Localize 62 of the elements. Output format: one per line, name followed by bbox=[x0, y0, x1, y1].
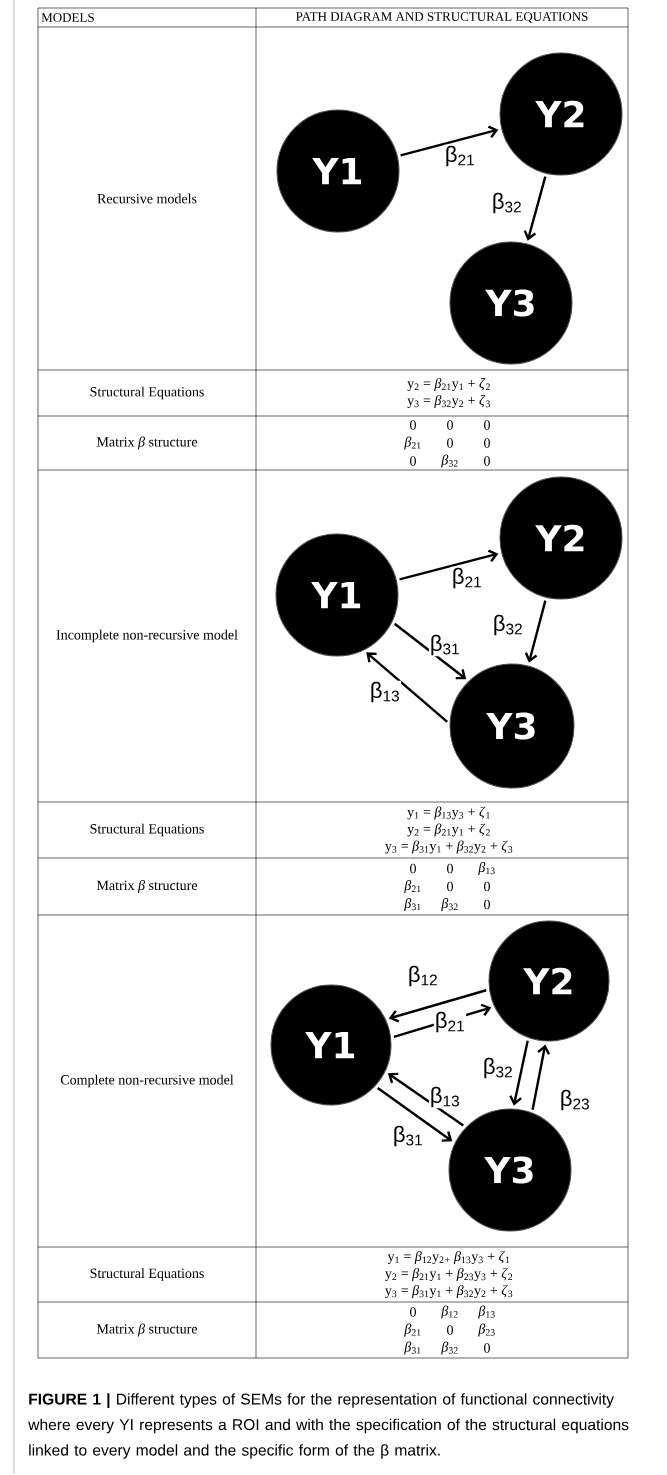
row-label: Matrix β structure bbox=[96, 1323, 198, 1337]
matrix-entry: β$_{31}$ bbox=[404, 898, 421, 911]
matrix-entry: 0 bbox=[447, 881, 453, 892]
arrow bbox=[388, 989, 487, 1023]
matrix-entry: 0 bbox=[447, 438, 453, 448]
matrix-entry: 0 bbox=[410, 1307, 416, 1317]
edge-label: β$_{21}$ bbox=[443, 144, 477, 168]
row-label: Matrix β structure bbox=[96, 880, 198, 893]
column-header: MODELS bbox=[41, 13, 94, 22]
edge-label: β$_{21}$ bbox=[450, 566, 484, 590]
matrix-entry: 0 bbox=[484, 1343, 490, 1353]
arrow bbox=[523, 176, 547, 241]
matrix-entry: 0 bbox=[484, 899, 490, 910]
matrix-entry: β$_{31}$ bbox=[404, 1341, 421, 1355]
matrix-entry: β$_{32}$ bbox=[441, 1341, 458, 1355]
matrix-entry: β$_{21}$ bbox=[404, 436, 421, 450]
matrix-entry: 0 bbox=[410, 863, 416, 874]
edge-label: β$_{32}$ bbox=[481, 1056, 515, 1080]
matrix-entry: β$_{21}$ bbox=[404, 1323, 421, 1337]
arrow bbox=[509, 1040, 529, 1106]
row-label: Structural Equations bbox=[90, 823, 204, 837]
edge-label: β$_{32}$ bbox=[490, 191, 524, 215]
edge-label: β$_{32}$ bbox=[491, 613, 525, 637]
matrix-entry: 0 bbox=[410, 420, 416, 430]
matrix-entry: β$_{13}$ bbox=[478, 862, 495, 875]
arrow bbox=[366, 652, 449, 723]
row-label: Matrix β structure bbox=[96, 436, 198, 450]
edge-label: β$_{21}$ bbox=[433, 1010, 467, 1034]
matrix-entry: β$_{13}$ bbox=[478, 1305, 495, 1319]
model-name: Recursive models bbox=[97, 193, 197, 204]
arrow bbox=[393, 622, 467, 680]
caption: FIGURE 1 | Different types of SEMs for the representation of functional connectivity where every YI represents a ROI and with the specification of the structural equations linked to every model and the specific form of the β matrix. bbox=[28, 1393, 629, 1459]
matrix-entry: 0 bbox=[447, 420, 453, 430]
equation: y$_{3}$ = β$_{32}$y$_{2}$ + ζ$_{3}$ bbox=[407, 395, 490, 408]
edge-label: β$_{31}$ bbox=[428, 633, 462, 657]
matrix-entry: 0 bbox=[410, 456, 416, 466]
matrix-entry: 0 bbox=[484, 420, 490, 430]
arrow bbox=[531, 1044, 551, 1110]
matrix-entry: β$_{21}$ bbox=[404, 880, 421, 893]
matrix-entry: β$_{23}$ bbox=[478, 1323, 495, 1337]
edge-label: β$_{13}$ bbox=[368, 680, 402, 704]
arrow bbox=[387, 1072, 464, 1127]
equation: y$_{2}$ = β$_{21}$y$_{1}$ + β$_{23}$y$_{3}$ + ζ$_{2}$ bbox=[385, 1268, 513, 1281]
equation: y$_{2}$ = β$_{21}$y$_{1}$ + ζ$_{2}$ bbox=[407, 823, 490, 837]
equation: y$_{3}$ = β$_{31}$y$_{1}$ + β$_{32}$y$_{2}$ + ζ$_{3}$ bbox=[385, 840, 513, 854]
matrix-entry: 0 bbox=[447, 863, 453, 874]
edge-label: β$_{31}$ bbox=[391, 1124, 425, 1148]
row-label: Structural Equations bbox=[90, 1268, 204, 1281]
row-label: Structural Equations bbox=[90, 386, 204, 400]
matrix-entry: 0 bbox=[484, 456, 490, 466]
matrix-entry: 0 bbox=[447, 1325, 453, 1335]
arrow bbox=[524, 600, 547, 663]
arrow bbox=[400, 125, 499, 157]
arrow bbox=[377, 1087, 453, 1142]
matrix-entry: 0 bbox=[484, 438, 490, 448]
arrow bbox=[399, 549, 499, 581]
edge-label: β$_{13}$ bbox=[428, 1085, 462, 1109]
equation: y$_{3}$ = β$_{31}$y$_{1}$ + β$_{32}$y$_{2}$ + ζ$_{3}$ bbox=[385, 1285, 513, 1298]
edge-label: β$_{12}$ bbox=[406, 964, 440, 988]
matrix-entry: β$_{32}$ bbox=[441, 454, 458, 468]
matrix-entry: 0 bbox=[484, 881, 490, 892]
matrix-entry: β$_{12}$ bbox=[441, 1305, 458, 1319]
